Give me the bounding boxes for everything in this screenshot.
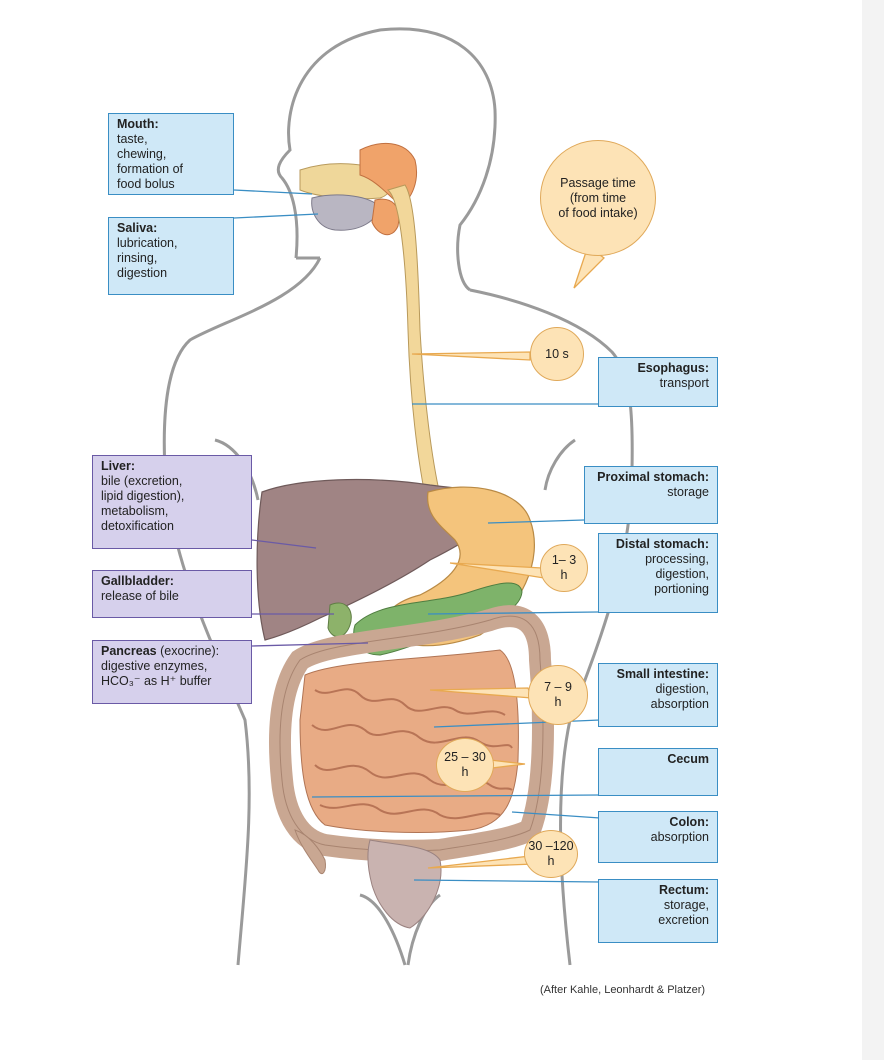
gallbladder-label: Gallbladder: release of bile (92, 570, 252, 618)
salivary-gland-lower (371, 198, 400, 236)
rectum-label: Rectum: storage, excretion (598, 879, 718, 943)
cecum-time-unit: h (461, 765, 469, 779)
mouth-label: Mouth: taste, chewing, formation of food… (108, 113, 234, 195)
liver-title: Liver: (101, 459, 136, 473)
small-intestine-title: Small intestine: (616, 667, 709, 681)
saliva-line-1: lubrication, (117, 236, 178, 250)
rectum (367, 839, 442, 929)
stomach-time-bubble: 1– 3 h (540, 544, 588, 592)
colon-time-bubble: 30 –120 h (524, 830, 578, 878)
cecum-title: Cecum (667, 752, 709, 766)
bubble-pointers (411, 244, 605, 869)
small-intestine (299, 649, 519, 833)
appendix (294, 829, 326, 875)
esophagus-time-bubble: 10 s (530, 327, 584, 381)
stomach-time-unit: h (560, 568, 568, 582)
proximal-stomach-label: Proximal stomach: storage (584, 466, 718, 524)
passage-time-line-3: of food intake) (558, 205, 638, 220)
distal-stomach-title: Distal stomach: (615, 537, 709, 551)
distal-stomach-label: Distal stomach: processing, digestion, p… (598, 533, 718, 613)
page-margin (862, 0, 884, 1060)
gallbladder (327, 602, 352, 638)
small-intestine-time-value: 7 – 9 (544, 680, 572, 694)
saliva-label: Saliva: lubrication, rinsing, digestion (108, 217, 234, 295)
tongue (311, 194, 379, 231)
liver-label: Liver: bile (excretion, lipid digestion)… (92, 455, 252, 549)
intestine-loops (311, 688, 513, 820)
small-intestine-label: Small intestine: digestion, absorption (598, 663, 718, 727)
passage-time-bubble: Passage time (from time of food intake) (540, 140, 656, 256)
esophagus-time-value: 10 s (545, 346, 569, 361)
saliva-title: Saliva: (117, 221, 158, 235)
rectum-line-1: storage, (663, 898, 709, 912)
proximal-stomach-line-1: storage (667, 485, 709, 499)
pancreas-title: Pancreas (101, 644, 157, 658)
esophagus (386, 184, 441, 496)
gallbladder-title: Gallbladder: (101, 574, 174, 588)
proximal-stomach-title: Proximal stomach: (597, 470, 709, 484)
mouth-line-3: formation of (117, 162, 184, 176)
liver-line-1: bile (excretion, (101, 474, 183, 488)
distal-stomach-line-3: portioning (654, 582, 709, 596)
liver-line-4: detoxification (101, 519, 174, 533)
stomach-time-value: 1– 3 (551, 553, 577, 567)
colon-line-1: absorption (650, 830, 709, 844)
colon-time-unit: h (547, 854, 555, 868)
small-intestine-line-2: absorption (650, 697, 709, 711)
passage-time-line-2: (from time (569, 190, 627, 205)
mouth-line-4: food bolus (117, 177, 175, 191)
cecum-time-bubble: 25 – 30 h (436, 738, 494, 792)
rectum-line-2: excretion (658, 913, 709, 927)
cecum-label: Cecum (598, 748, 718, 796)
mouth-title: Mouth: (117, 117, 159, 131)
pancreas-line-2: HCO₃⁻ as H⁺ buffer (101, 674, 212, 688)
pancreas-title-row: Pancreas (exocrine): (101, 644, 243, 659)
saliva-line-2: rinsing, (117, 251, 158, 265)
gallbladder-line-1: release of bile (101, 589, 179, 603)
distal-stomach-line-2: digestion, (655, 567, 709, 581)
liver-line-2: lipid digestion), (101, 489, 185, 503)
cecum-time-value: 25 – 30 (444, 750, 486, 764)
rectum-title: Rectum: (658, 883, 709, 897)
small-intestine-time-bubble: 7 – 9 h (528, 665, 588, 725)
esophagus-line-1: transport (659, 376, 709, 390)
mouth-line-1: taste, (117, 132, 148, 146)
distal-stomach-line-1: processing, (645, 552, 709, 566)
esophagus-title: Esophagus: (637, 361, 709, 375)
colon-time-value: 30 –120 (528, 839, 574, 853)
pancreas-label: Pancreas (exocrine): digestive enzymes, … (92, 640, 252, 704)
source-credit: (After Kahle, Leonhardt & Platzer) (540, 984, 706, 996)
purple-leader-lines (251, 539, 369, 647)
colon-title: Colon: (669, 815, 709, 829)
small-intestine-time-unit: h (554, 695, 562, 709)
pancreas-title-suffix: (exocrine): (156, 644, 220, 658)
saliva-line-3: digestion (117, 266, 168, 280)
esophagus-label: Esophagus: transport (598, 357, 718, 407)
mouth-line-2: chewing, (117, 147, 167, 161)
pancreas-line-1: digestive enzymes, (101, 659, 208, 673)
colon-edge (279, 615, 544, 852)
colon-label: Colon: absorption (598, 811, 718, 863)
small-intestine-line-1: digestion, (655, 682, 709, 696)
liver-line-3: metabolism, (101, 504, 169, 518)
passage-time-line-1: Passage time (560, 175, 636, 190)
